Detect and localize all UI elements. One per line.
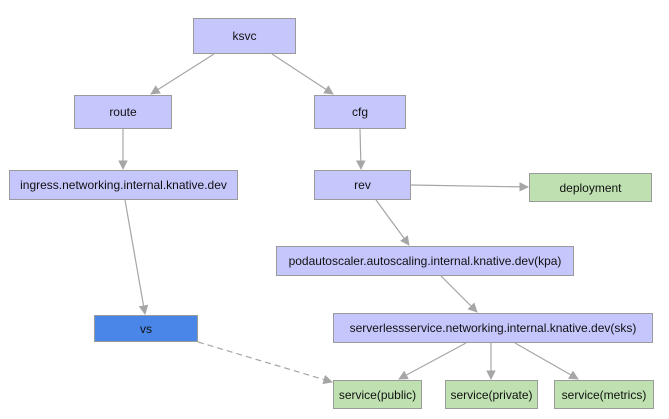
edge-ingress-vs [124,199,149,315]
node-ksvc: ksvc [193,18,296,54]
node-deployment: deployment [529,173,652,202]
edge-vs-service-public [197,341,333,385]
node-service-private: service(private) [445,380,538,409]
node-serverlessservice: serverlessservice.networking.internal.kn… [333,313,653,343]
edge-sks-service-metrics [514,342,579,380]
edge-sks-service-public [398,342,467,380]
node-route: route [74,95,172,129]
edge-ksvc-route [150,53,215,95]
node-ingress: ingress.networking.internal.knative.dev [9,170,238,200]
edge-cfg-rev [355,128,366,170]
edge-ksvc-cfg [271,53,334,95]
node-service-public: service(public) [333,380,422,409]
edge-rev-deployment [410,182,529,192]
node-vs: vs [94,315,198,342]
node-podautoscaler: podautoscaler.autoscaling.internal.knati… [276,246,574,276]
node-service-metrics: service(metrics) [554,380,654,409]
node-rev: rev [314,170,411,200]
edge-podautoscaler-sks [440,275,478,313]
edge-rev-podautoscaler [375,199,410,246]
node-cfg: cfg [314,95,406,129]
